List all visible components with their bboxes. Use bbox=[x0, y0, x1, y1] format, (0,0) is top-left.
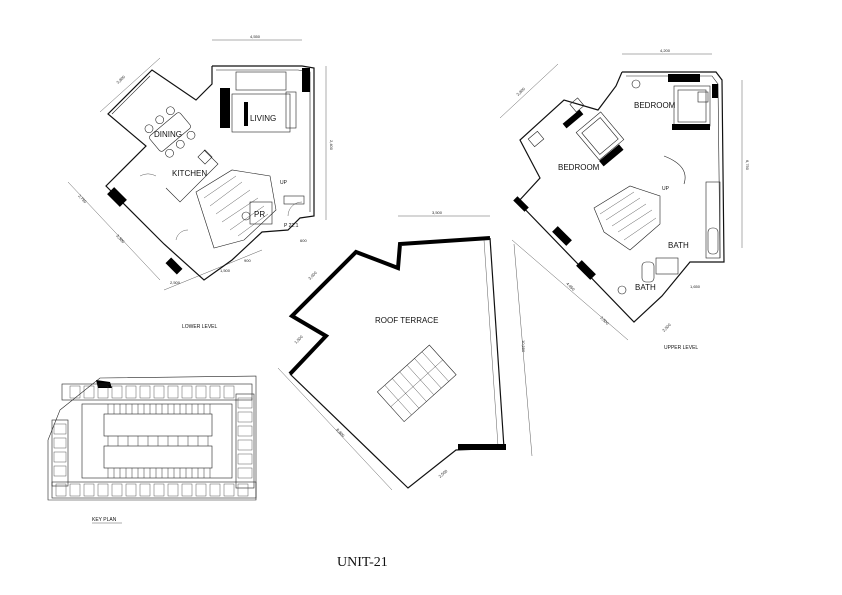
upper-stair-up-tag: UP bbox=[662, 186, 670, 192]
lower-dim-left-a: 2,750 bbox=[77, 193, 88, 204]
roof-dim-right: 10,950 bbox=[521, 340, 526, 353]
roof-terrace-plan: 3,500 10,950 8,800 3,000 1,500 2,500 ROO… bbox=[277, 210, 533, 491]
lower-dim-bot-d: 600 bbox=[300, 238, 307, 243]
room-label-pr: PR bbox=[254, 210, 265, 219]
room-label-bedroom-2: BEDROOM bbox=[558, 163, 600, 172]
upper-dim-left: 4,450 bbox=[565, 281, 576, 292]
lower-level-plan: 4,550 3,800 2,400 2,750 3,300 2,500 1,50… bbox=[67, 34, 334, 330]
upper-level-plan: 4,200 2,800 6,750 4,450 1,650 2,500 2,50… bbox=[499, 48, 750, 351]
roof-dim-diag: 3,000 bbox=[307, 270, 318, 281]
lower-stair-up-tag: UP bbox=[280, 180, 288, 186]
lower-dim-bot-a: 2,500 bbox=[170, 280, 181, 285]
roof-dim-top: 3,500 bbox=[432, 210, 443, 215]
room-label-roof-terrace: ROOF TERRACE bbox=[375, 316, 438, 325]
key-plan: KEY PLAN bbox=[47, 375, 257, 524]
room-label-dining: DINING bbox=[154, 130, 182, 139]
lower-dim-bot-c: 900 bbox=[244, 258, 251, 263]
upper-dim-bottom-b: 2,500 bbox=[661, 322, 672, 333]
lower-p-tag: P 22.1 bbox=[284, 223, 299, 229]
key-plan-parking bbox=[107, 404, 211, 478]
room-label-bath-1: BATH bbox=[668, 241, 689, 250]
lower-level-caption: LOWER LEVEL bbox=[182, 324, 218, 330]
upper-level-caption: UPPER LEVEL bbox=[664, 345, 698, 351]
roof-dim-left: 8,800 bbox=[335, 427, 346, 438]
upper-dim-bottom: 1,650 bbox=[690, 284, 701, 289]
roof-stair bbox=[376, 344, 457, 423]
room-label-bedroom-1: BEDROOM bbox=[634, 101, 676, 110]
upper-stair bbox=[593, 185, 661, 251]
room-label-kitchen: KITCHEN bbox=[172, 169, 207, 178]
lower-dim-diag: 3,800 bbox=[115, 74, 126, 85]
unit-title: UNIT-21 bbox=[337, 555, 388, 570]
roof-dim-bottom: 2,500 bbox=[437, 468, 448, 479]
upper-dim-right: 6,750 bbox=[745, 160, 750, 171]
key-plan-units bbox=[53, 385, 253, 497]
upper-dim-bottom-c: 2,500 bbox=[599, 315, 610, 326]
key-plan-caption: KEY PLAN bbox=[92, 517, 117, 523]
roof-dim-diag-b: 1,500 bbox=[293, 334, 304, 345]
room-label-living: LIVING bbox=[250, 114, 276, 123]
lower-stair bbox=[195, 169, 277, 249]
upper-dim-diag: 2,800 bbox=[515, 86, 526, 97]
lower-dim-left-b: 3,300 bbox=[115, 233, 126, 244]
lower-dim-right: 2,400 bbox=[329, 140, 334, 151]
lower-dim-top: 4,550 bbox=[250, 34, 261, 39]
upper-dim-top: 4,200 bbox=[660, 48, 671, 53]
lower-dim-bot-b: 1,500 bbox=[220, 268, 231, 273]
room-label-bath-2: BATH bbox=[635, 283, 656, 292]
